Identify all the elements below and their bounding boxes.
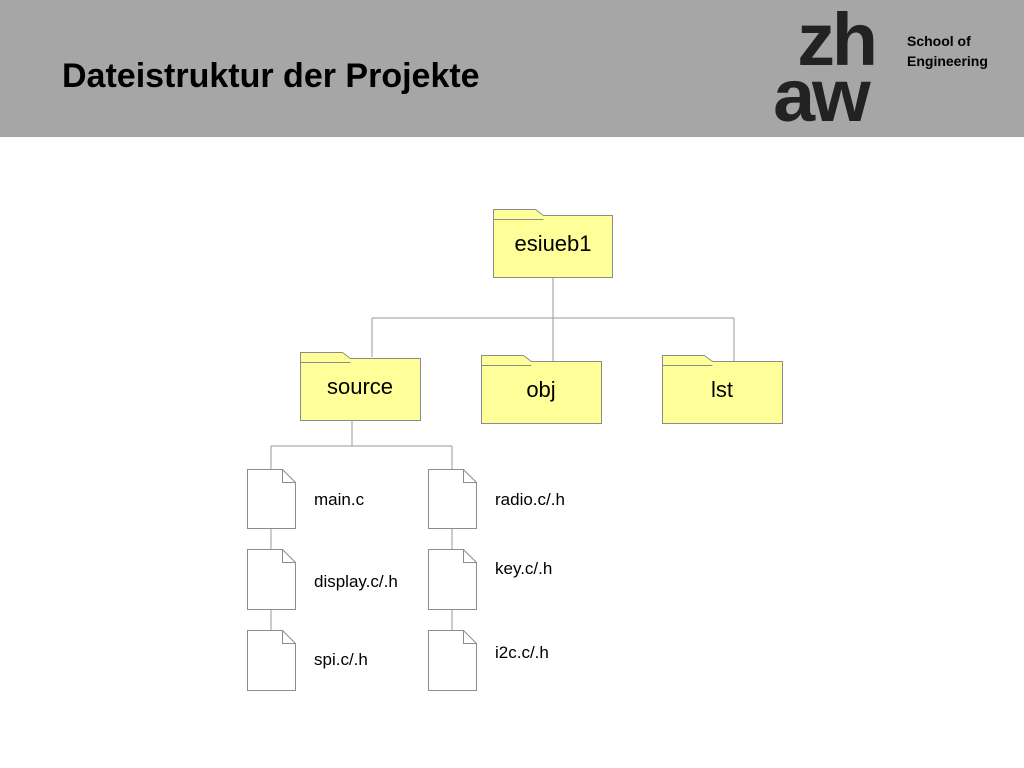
folder-icon-lst	[662, 355, 783, 424]
folder-label-source: source	[326, 374, 394, 399]
file-label-spi-c-h: spi.c/.h	[314, 650, 368, 669]
file-icon-spi-c-h	[247, 630, 296, 691]
file-label-main-c: main.c	[314, 490, 365, 509]
school-line-1: School of	[907, 33, 971, 49]
school-line-2: Engineering	[907, 53, 988, 69]
folder-label-esiueb1: esiueb1	[514, 231, 592, 256]
folder-icon-obj	[481, 355, 602, 424]
file-label-radio-c-h: radio.c/.h	[495, 490, 565, 509]
zhaw-logo: zh aw	[772, 0, 892, 137]
file-icon-i2c-c-h	[428, 630, 477, 691]
folder-icon-esiueb1	[493, 209, 613, 278]
page-title: Dateistruktur der Projekte	[62, 57, 480, 95]
file-icon-main-c	[247, 469, 296, 529]
school-name: School of Engineering	[907, 31, 988, 71]
file-icon-display-c-h	[247, 549, 296, 610]
file-label-i2c-c-h: i2c.c/.h	[495, 643, 549, 662]
file-label-display-c-h: display.c/.h	[314, 572, 398, 591]
tree-connectors	[270, 277, 735, 630]
file-icon-key-c-h	[428, 549, 477, 610]
logo-line-2: aw	[773, 54, 871, 137]
header-bar: Dateistruktur der Projekte zh aw School …	[0, 0, 1024, 137]
logo-line-1: zh	[797, 0, 878, 81]
folder-label-obj: obj	[526, 377, 556, 402]
folder-label-lst: lst	[711, 377, 733, 402]
file-icon-radio-c-h	[428, 469, 477, 529]
file-label-key-c-h: key.c/.h	[495, 559, 553, 578]
folder-icon-source	[300, 352, 421, 421]
